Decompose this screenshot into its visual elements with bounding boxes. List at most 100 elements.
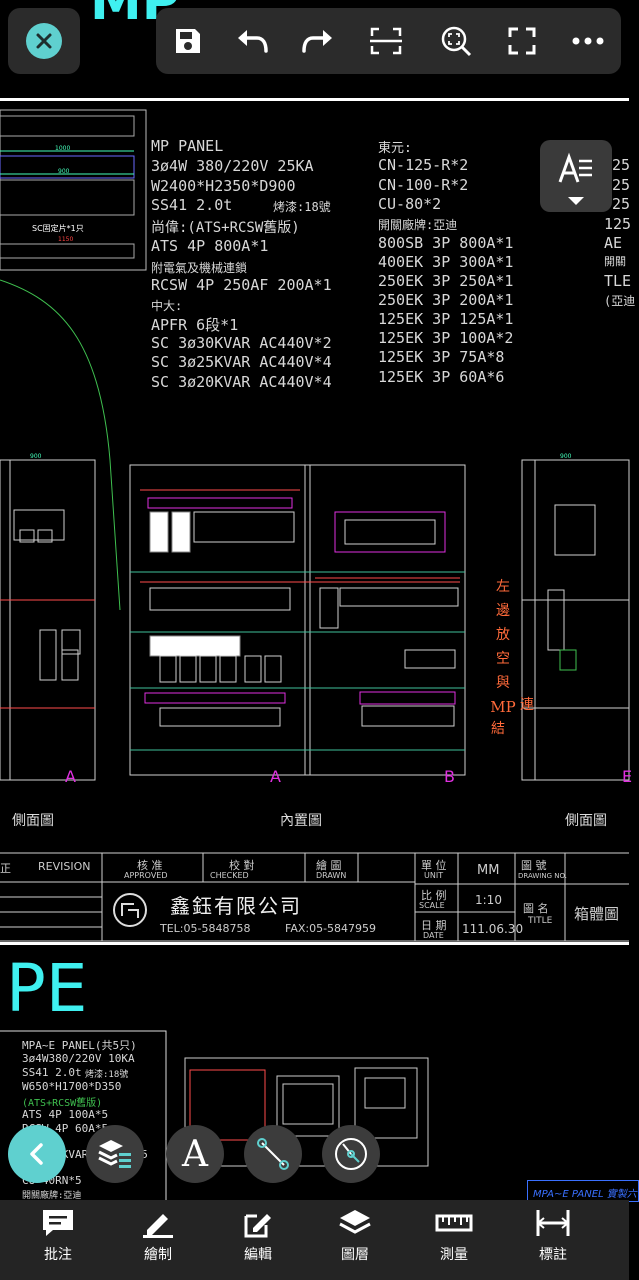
measure-fab-button[interactable] xyxy=(322,1125,380,1183)
date-cn: 日 期 xyxy=(421,919,447,932)
lower-caption-box: MPA~E PANEL 實製六 xyxy=(527,1180,639,1202)
spec-left-line: ATS 4P 800A*1 xyxy=(151,237,269,255)
right-view-dim: 900 xyxy=(560,453,572,460)
right-view-section-e: E xyxy=(622,767,632,786)
nav-dimension[interactable]: 標註 xyxy=(513,1208,593,1274)
nav-measure[interactable]: 測量 xyxy=(414,1208,494,1274)
lower-spec-line: 開關廠牌:亞迪 xyxy=(22,1191,82,1201)
drawing-no-cn: 圖 號 xyxy=(521,859,547,872)
close-button[interactable] xyxy=(8,8,80,74)
lower-caption: MPA~E PANEL 實製六 xyxy=(533,1189,637,1200)
scale-cn: 比 例 xyxy=(421,889,447,902)
spec-left-line: 附電氣及機械連鎖 xyxy=(151,261,248,275)
zoom-fit-button[interactable] xyxy=(436,21,476,61)
spec-right-line: 125EK 3P 60A*6 xyxy=(378,368,505,386)
redo-icon xyxy=(302,30,332,53)
pencil-icon xyxy=(143,1214,173,1238)
spec-far-right-line: 開關 xyxy=(604,255,626,268)
center-view-label: 內置圖 xyxy=(280,813,322,829)
spec-right-line: CU-80*2 xyxy=(378,195,442,213)
spec-far-right-line: 125 xyxy=(604,215,632,233)
spec-left-line: APFR 6段*1 xyxy=(151,316,239,334)
layers-icon xyxy=(339,1210,371,1234)
company-tel: TEL:05-5848758 xyxy=(160,922,251,935)
spec-right-line: 250EK 3P 200A*1 xyxy=(378,291,514,309)
date-en: DATE xyxy=(423,931,444,940)
spec-right-line: 125EK 3P 100A*2 xyxy=(378,329,514,347)
nav-measure-label: 測量 xyxy=(440,1247,468,1263)
vertical-annotation: 左 邊 放 空 與 MP xyxy=(488,575,518,719)
lower-spec-line: W650*H1700*D350 xyxy=(22,1080,122,1093)
zoom-fit-icon xyxy=(441,26,472,57)
spec-left-line: SC 3ø30KVAR AC440V*2 xyxy=(151,334,332,352)
cad-canvas[interactable]: MP 1000 900 SC固定片*1只 1150 MP PANEL 3ø4W … xyxy=(0,0,639,1202)
nav-draw[interactable]: 繪制 xyxy=(118,1208,198,1274)
spec-left-line: 尚偉:(ATS+RCSW舊版) xyxy=(151,220,300,236)
more-button[interactable] xyxy=(568,21,608,61)
company-name: 鑫鈺有限公司 xyxy=(170,894,302,918)
undo-button[interactable] xyxy=(232,21,272,61)
text-fab-button[interactable]: A xyxy=(166,1125,224,1183)
spec-right-line: 125EK 3P 125A*1 xyxy=(378,310,514,328)
save-icon xyxy=(176,29,200,53)
edit-icon xyxy=(244,1214,271,1238)
annotation-char: 左 xyxy=(496,579,510,595)
title-block-grid xyxy=(0,852,629,942)
small-diagram-dim3: 1150 xyxy=(58,236,73,243)
line-fab-button[interactable] xyxy=(244,1125,302,1183)
title-value: 箱體圖 xyxy=(574,905,620,923)
spec-thickness-note: 烤漆:18號 xyxy=(273,200,331,214)
fullscreen-button[interactable] xyxy=(502,21,542,61)
unit-en: UNIT xyxy=(424,871,444,880)
spec-right-line: 400EK 3P 300A*1 xyxy=(378,253,514,271)
annotation-char: 連 xyxy=(520,697,534,713)
sheet-separator xyxy=(0,942,629,945)
spec-far-right-line: (亞迪 xyxy=(604,294,636,308)
back-fab-button[interactable] xyxy=(8,1125,66,1183)
left-view-section-a: A xyxy=(65,767,76,786)
nav-annotate[interactable]: 批注 xyxy=(18,1208,98,1274)
date-value: 111.06.30 xyxy=(462,922,524,936)
nav-layers-label: 圖層 xyxy=(341,1247,369,1263)
spec-left-line: 3ø4W 380/220V 25KA xyxy=(151,157,314,175)
sc-bracket-diagram: 1000 900 SC固定片*1只 1150 xyxy=(0,109,147,271)
annotation-char: 空 xyxy=(496,651,510,667)
scan-button[interactable] xyxy=(366,21,406,61)
small-diagram-dim2: 900 xyxy=(58,168,70,175)
drawn-cn: 繪 圖 xyxy=(316,859,342,872)
annotation-char: 放 xyxy=(496,627,510,643)
text-icon: A xyxy=(182,1133,208,1175)
sheet-border-top xyxy=(0,98,629,101)
redo-button[interactable] xyxy=(298,21,338,61)
revision-label: REVISION xyxy=(38,860,91,873)
scale-en: SCALE xyxy=(419,901,445,910)
chevron-down-icon xyxy=(568,197,584,205)
bottom-navigation: 批注 繪制 編輯 圖層 測量 標註 xyxy=(0,1200,629,1280)
annotation-char: 與 xyxy=(496,675,510,691)
chevron-left-icon xyxy=(30,1143,43,1165)
spec-right-line: CN-125-R*2 xyxy=(378,156,469,174)
scan-icon xyxy=(370,27,402,55)
nav-edit-label: 編輯 xyxy=(244,1247,272,1263)
spec-left-line: W2400*H2350*D900 xyxy=(151,177,296,195)
left-view-label: 側面圖 xyxy=(12,813,54,829)
spec-far-right-line: 25 xyxy=(612,156,631,174)
spec-far-right-line: TLE xyxy=(604,272,632,290)
nav-layers[interactable]: 圖層 xyxy=(315,1208,395,1274)
comment-icon xyxy=(43,1210,73,1236)
close-icon xyxy=(26,23,62,59)
lower-spec-line: 3ø4W380/220V 10KA xyxy=(22,1052,135,1065)
spec-right-line: 250EK 3P 250A*1 xyxy=(378,272,514,290)
ruler-icon xyxy=(435,1214,473,1232)
small-diagram-dim1: 1000 xyxy=(55,145,70,152)
text-style-button[interactable] xyxy=(540,140,612,212)
fullscreen-icon xyxy=(508,27,536,55)
spec-far-right-line: 25 xyxy=(612,195,631,213)
layers-icon xyxy=(98,1140,131,1168)
spec-left-line: SC 3ø25KVAR AC440V*4 xyxy=(151,353,332,371)
company-logo-icon xyxy=(113,893,147,927)
spec-far-right-line: 25 xyxy=(612,176,631,194)
layers-fab-button[interactable] xyxy=(86,1125,144,1183)
nav-edit[interactable]: 編輯 xyxy=(218,1208,298,1274)
save-button[interactable] xyxy=(168,21,208,61)
